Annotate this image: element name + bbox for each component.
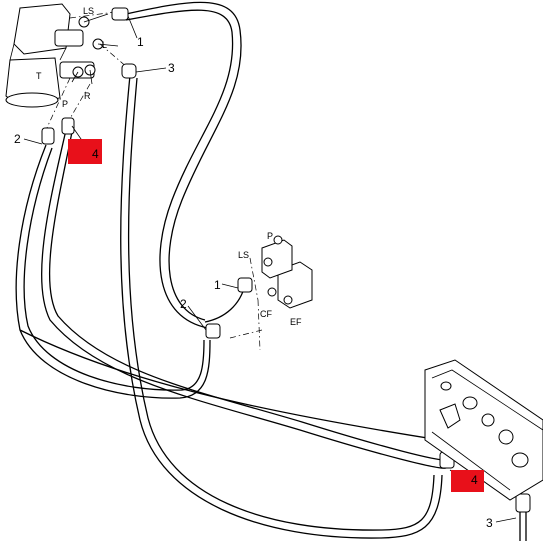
callout-4-bottom: 4 — [471, 473, 478, 487]
fitting-top-1 — [111, 7, 129, 21]
fitting-bottom-3 — [515, 493, 531, 513]
leader-1-top — [127, 15, 138, 39]
hose-4 — [41, 129, 447, 469]
callout-2-left: 2 — [14, 132, 21, 146]
leader-1-mid — [221, 283, 239, 289]
mounting-plate — [424, 359, 543, 501]
port-label-p-top: P — [62, 99, 68, 109]
hose-3-bottom-stub — [519, 512, 527, 541]
leader-3-bottom — [495, 517, 517, 523]
fitting-mid-1 — [237, 277, 253, 293]
highlight-box-top — [68, 139, 102, 164]
callout-3-bottom: 3 — [486, 516, 493, 530]
highlight-box-bottom — [451, 470, 484, 492]
fitting-left-2 — [41, 127, 55, 145]
port-label-ls-top: LS — [83, 6, 94, 16]
leader-3-top — [135, 67, 167, 73]
hose-1-outer — [125, 9, 234, 329]
hose-1 — [125, 1, 242, 321]
port-label-ef: EF — [290, 317, 302, 327]
port-label-r: R — [84, 91, 91, 101]
port-label-l: L — [102, 40, 107, 50]
fitting-mid-2 — [205, 323, 221, 339]
callout-3-top: 3 — [168, 61, 175, 75]
callout-1-top: 1 — [137, 35, 144, 49]
hose-3-outer — [127, 77, 435, 531]
hose-3 — [120, 74, 443, 539]
steering-unit — [5, 3, 129, 133]
leader-2-left — [23, 138, 43, 145]
fitting-top-3 — [121, 63, 137, 79]
port-label-cf: CF — [260, 309, 272, 319]
callout-1-mid: 1 — [214, 278, 221, 292]
port-label-ls-valve: LS — [238, 250, 249, 260]
hose-4-outer — [48, 131, 449, 461]
fitting-left-4 — [61, 117, 75, 135]
port-label-p-valve: P — [267, 231, 273, 241]
hose-2-outer — [23, 147, 205, 391]
callout-2-mid: 2 — [180, 297, 187, 311]
callout-4-top: 4 — [92, 147, 99, 161]
hose-diagonal — [19, 329, 441, 441]
leader-2-mid — [187, 305, 207, 331]
control-valve — [229, 235, 313, 351]
hose-2 — [15, 144, 211, 399]
port-label-t: T — [36, 71, 42, 81]
